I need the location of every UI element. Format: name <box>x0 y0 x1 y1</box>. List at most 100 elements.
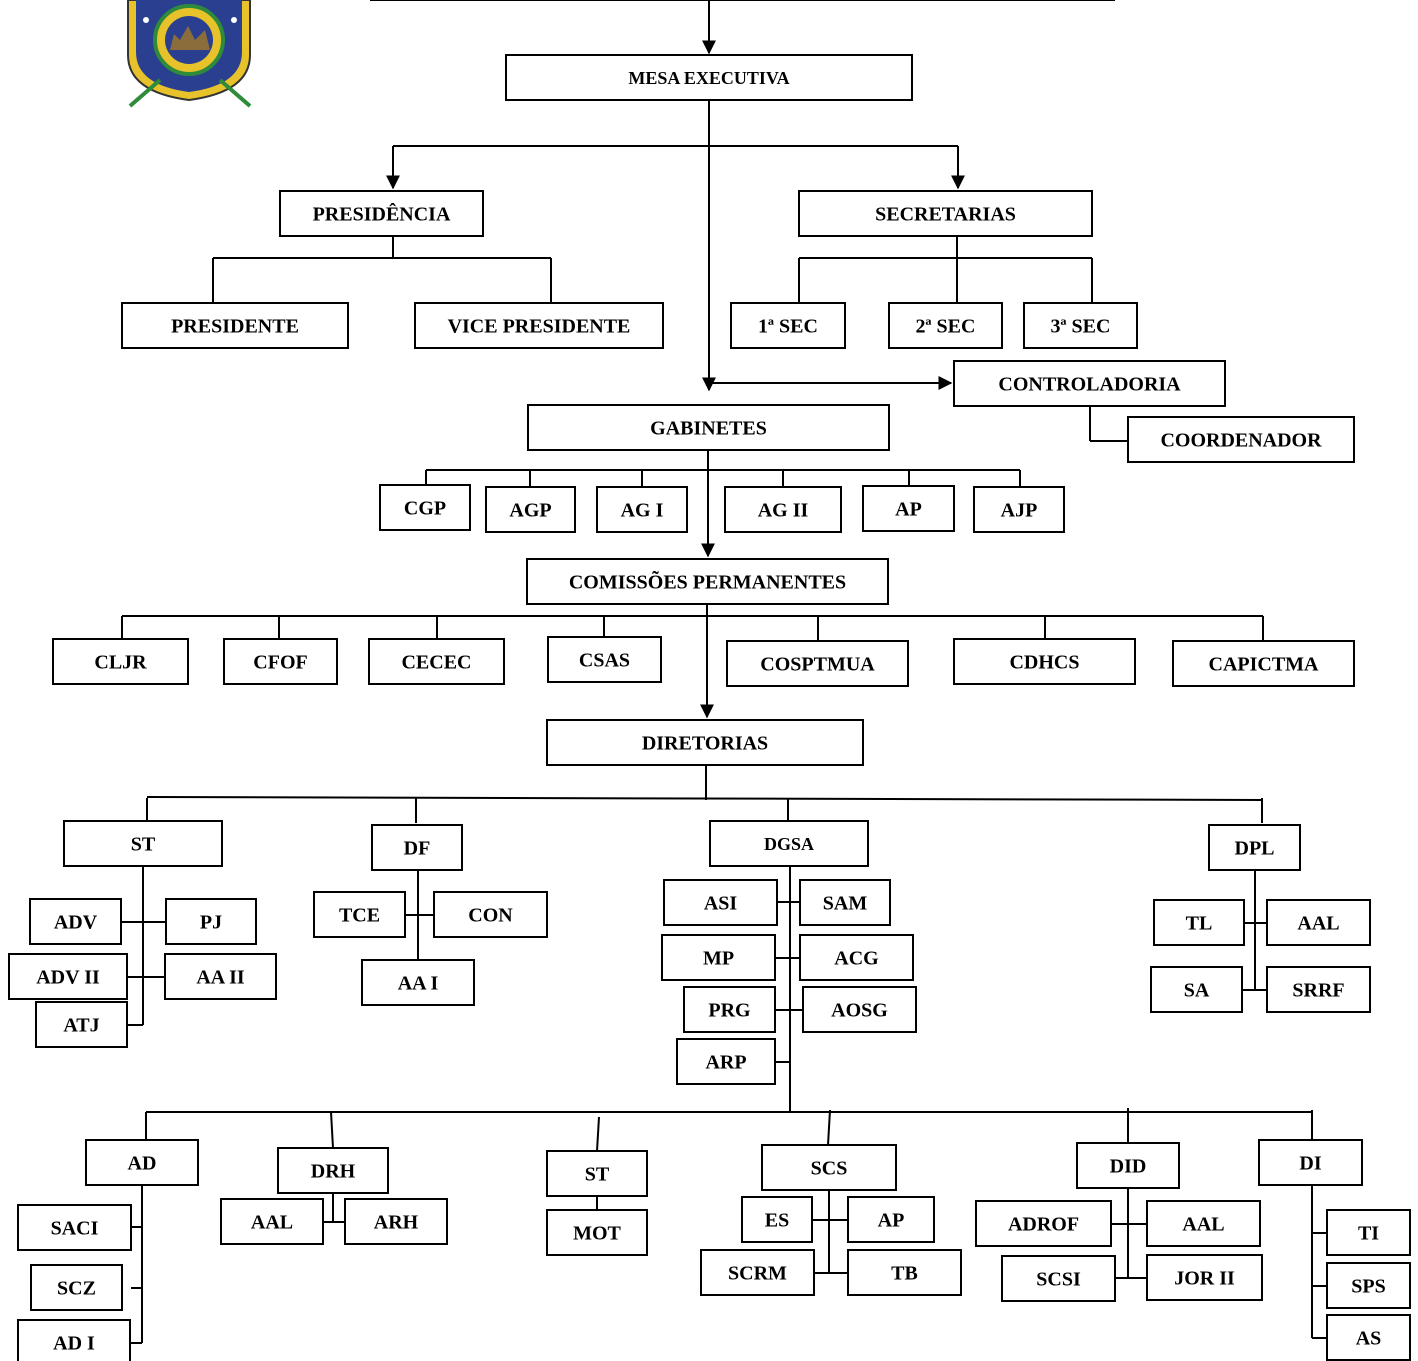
node-label: SCSI <box>1036 1269 1081 1291</box>
node-controladoria: CONTROLADORIA <box>953 360 1226 407</box>
node-box <box>505 54 913 101</box>
node-con: CON <box>433 891 548 938</box>
node-secretarias: SECRETARIAS <box>798 190 1093 237</box>
node-label: AA I <box>398 973 439 995</box>
node-presidente: PRESIDENTE <box>121 302 349 349</box>
node-mp: MP <box>661 934 776 981</box>
node-box <box>546 719 864 766</box>
node-box <box>546 1209 648 1256</box>
node-box <box>1208 824 1301 871</box>
node-label: MOT <box>573 1223 621 1245</box>
node-box <box>953 360 1226 407</box>
node-label: DI <box>1299 1153 1321 1175</box>
node-box <box>165 898 257 945</box>
node-label: JOR II <box>1174 1268 1235 1290</box>
node-label: AAL <box>251 1212 293 1234</box>
node-aosg: AOSG <box>802 986 917 1033</box>
node-label: CONTROLADORIA <box>998 374 1181 396</box>
node-box <box>414 302 664 349</box>
node-vice: VICE PRESIDENTE <box>414 302 664 349</box>
node-capictma: CAPICTMA <box>1172 640 1355 687</box>
node-cosptmua: COSPTMUA <box>726 640 909 687</box>
node-sa: SA <box>1150 966 1243 1013</box>
node-box <box>371 824 463 871</box>
node-box <box>1023 302 1138 349</box>
node-box <box>223 638 338 685</box>
node-box <box>368 638 505 685</box>
node-aa1: AA I <box>361 959 475 1006</box>
node-label: ADV <box>54 912 98 934</box>
node-atj: ATJ <box>35 1001 128 1048</box>
node-tl: TL <box>1153 899 1245 946</box>
node-adv: ADV <box>29 898 122 945</box>
node-sec3: 3ª SEC <box>1023 302 1138 349</box>
node-srrf: SRRF <box>1266 966 1371 1013</box>
node-ad: AD <box>85 1139 199 1186</box>
node-label: TL <box>1186 913 1213 935</box>
node-ajp: AJP <box>973 486 1065 533</box>
node-box <box>975 1200 1112 1247</box>
node-adrof: ADROF <box>975 1200 1112 1247</box>
node-label: AS <box>1356 1328 1382 1350</box>
node-label: AAL <box>1182 1214 1224 1236</box>
node-label: ST <box>131 834 156 856</box>
node-label: DID <box>1110 1156 1147 1178</box>
node-label: DF <box>404 838 431 860</box>
node-label: CON <box>468 905 513 927</box>
node-box <box>164 953 277 1000</box>
node-csas: CSAS <box>547 636 662 683</box>
node-box <box>30 1264 123 1311</box>
node-box <box>379 484 471 531</box>
node-cfof: CFOF <box>223 638 338 685</box>
node-tce: TCE <box>313 891 406 938</box>
node-label: DGSA <box>764 834 814 854</box>
node-label: COSPTMUA <box>760 654 875 676</box>
node-label: 1ª SEC <box>758 316 818 338</box>
node-aa2: AA II <box>164 953 277 1000</box>
node-box <box>1146 1254 1263 1301</box>
node-box <box>121 302 349 349</box>
node-label: ES <box>765 1210 789 1232</box>
node-label: SCS <box>811 1158 848 1180</box>
node-label: TCE <box>339 905 380 927</box>
node-box <box>709 820 869 867</box>
node-label: CECEC <box>401 652 471 674</box>
node-cljr: CLJR <box>52 638 189 685</box>
node-label: PRG <box>708 1000 751 1022</box>
node-scs: SCS <box>761 1144 897 1191</box>
node-box <box>1150 966 1243 1013</box>
node-box <box>52 638 189 685</box>
node-df: DF <box>371 824 463 871</box>
node-label: AGP <box>509 500 551 522</box>
node-label: AD <box>128 1153 157 1175</box>
node-label: ADV II <box>36 967 100 989</box>
node-box <box>847 1249 962 1296</box>
node-arh: ARH <box>344 1198 448 1245</box>
node-label: DPL <box>1235 838 1275 860</box>
node-scsi: SCSI <box>1001 1255 1116 1302</box>
node-gabinetes: GABINETES <box>527 404 890 451</box>
node-ad1: AD I <box>17 1319 131 1361</box>
node-label: COORDENADOR <box>1160 430 1322 452</box>
node-box <box>683 986 776 1033</box>
node-label: AP <box>878 1210 905 1232</box>
node-box <box>676 1038 776 1085</box>
node-box <box>1266 899 1371 946</box>
node-box <box>277 1147 389 1194</box>
node-prg: PRG <box>683 986 776 1033</box>
node-acg: ACG <box>799 934 914 981</box>
node-mesa: MESA EXECUTIVA <box>505 54 913 101</box>
node-cdhcs: CDHCS <box>953 638 1136 685</box>
node-box <box>1076 1142 1180 1189</box>
node-label: SCRM <box>728 1263 787 1285</box>
node-label: TB <box>891 1263 918 1285</box>
node-box <box>220 1198 324 1245</box>
node-label: AG I <box>621 500 664 522</box>
node-label: VICE PRESIDENTE <box>448 316 631 338</box>
connector-line <box>330 1111 334 1149</box>
node-box <box>1172 640 1355 687</box>
node-box <box>527 404 890 451</box>
node-box <box>1127 416 1355 463</box>
node-label: CSAS <box>579 650 630 672</box>
node-diretorias: DIRETORIAS <box>546 719 864 766</box>
